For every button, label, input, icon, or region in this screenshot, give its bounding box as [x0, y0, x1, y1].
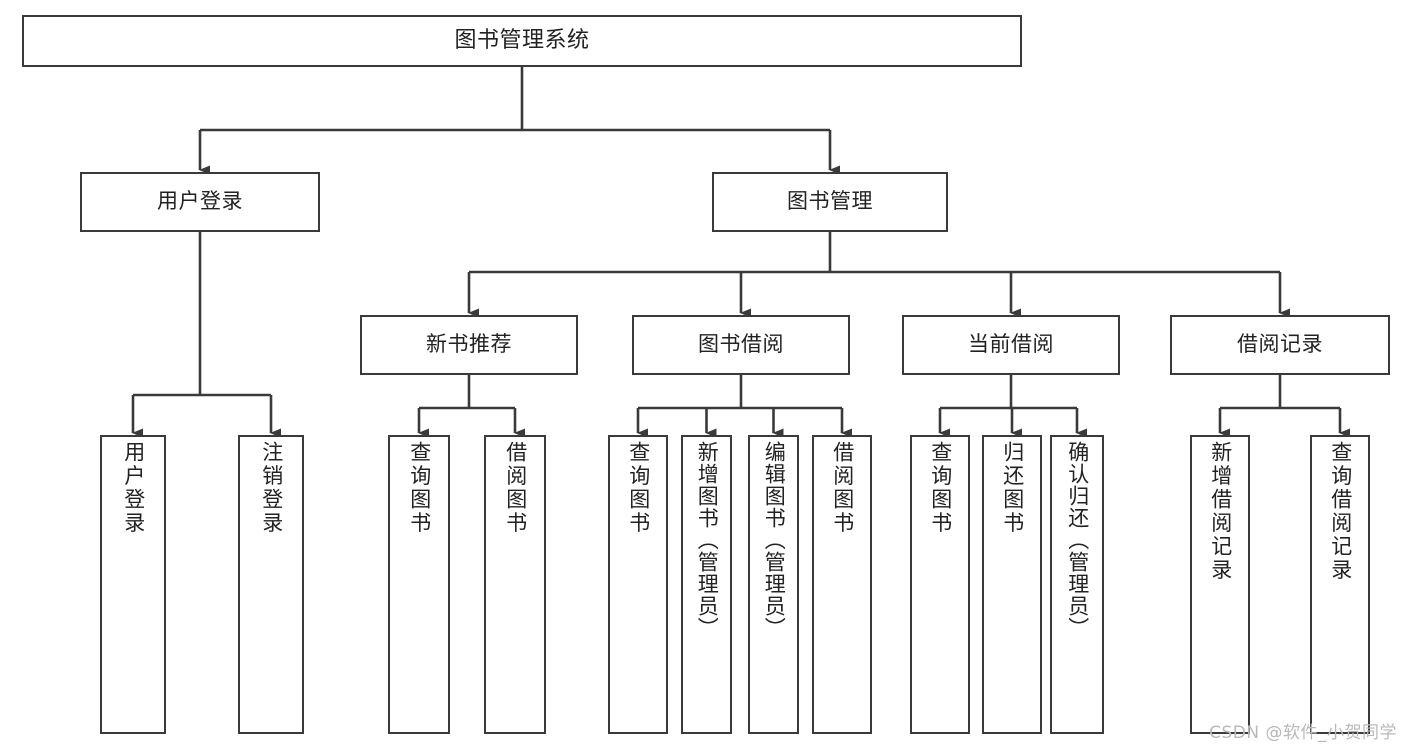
node-current-borrow[interactable]: 当前借阅 [902, 315, 1120, 375]
node-borrow-record[interactable]: 借阅记录 [1170, 315, 1390, 375]
node-leaf-user-logout[interactable]: 注销登录 [238, 435, 304, 734]
node-user-login[interactable]: 用户登录 [80, 172, 320, 232]
csdn-watermark: CSDN @软件_小贺同学 [1209, 723, 1397, 743]
node-leaf-return-book[interactable]: 归还图书 [982, 435, 1042, 734]
node-label-book-manage: 图书管理 [787, 189, 873, 214]
node-label-borrow-record: 借阅记录 [1237, 332, 1323, 357]
node-leaf-edit-book-admin[interactable]: 编辑图书（管理员） [748, 435, 799, 734]
node-label-leaf-confirm-return-admin: 确认归还（管理员） [1065, 441, 1090, 639]
node-leaf-query-book-2[interactable]: 查询图书 [608, 435, 668, 734]
node-book-manage[interactable]: 图书管理 [712, 172, 948, 232]
node-leaf-user-login[interactable]: 用户登录 [100, 435, 166, 734]
node-label-leaf-return-book: 归还图书 [1000, 441, 1025, 535]
node-label-leaf-edit-book-admin: 编辑图书（管理员） [762, 441, 787, 639]
node-leaf-confirm-return-admin[interactable]: 确认归还（管理员） [1050, 435, 1104, 734]
node-label-root: 图书管理系统 [454, 27, 590, 53]
node-leaf-add-book-admin[interactable]: 新增图书（管理员） [681, 435, 732, 734]
node-label-leaf-query-book-2: 查询图书 [626, 441, 651, 535]
node-new-book-recommend[interactable]: 新书推荐 [360, 315, 578, 375]
node-book-borrow[interactable]: 图书借阅 [632, 315, 850, 375]
node-label-leaf-user-logout: 注销登录 [259, 441, 284, 535]
node-label-leaf-borrow-book-2: 借阅图书 [830, 441, 855, 535]
node-label-leaf-query-borrow-record: 查询借阅记录 [1328, 441, 1353, 582]
node-label-current-borrow: 当前借阅 [968, 332, 1054, 357]
node-label-leaf-query-book-1: 查询图书 [407, 441, 432, 535]
node-label-leaf-borrow-book-1: 借阅图书 [503, 441, 528, 535]
node-label-new-book-recommend: 新书推荐 [426, 332, 512, 357]
node-label-leaf-add-borrow-record: 新增借阅记录 [1208, 441, 1233, 582]
node-label-book-borrow: 图书借阅 [698, 332, 784, 357]
node-root[interactable]: 图书管理系统 [22, 15, 1022, 67]
node-leaf-borrow-book-1[interactable]: 借阅图书 [484, 435, 546, 734]
node-leaf-query-borrow-record[interactable]: 查询借阅记录 [1310, 435, 1370, 734]
node-leaf-query-book-1[interactable]: 查询图书 [388, 435, 450, 734]
node-label-user-login: 用户登录 [157, 189, 243, 214]
node-leaf-add-borrow-record[interactable]: 新增借阅记录 [1190, 435, 1250, 734]
node-leaf-borrow-book-2[interactable]: 借阅图书 [812, 435, 872, 734]
node-label-leaf-query-book-3: 查询图书 [928, 441, 953, 535]
node-leaf-query-book-3[interactable]: 查询图书 [910, 435, 970, 734]
node-label-leaf-add-book-admin: 新增图书（管理员） [695, 441, 720, 639]
node-label-leaf-user-login: 用户登录 [121, 441, 146, 535]
